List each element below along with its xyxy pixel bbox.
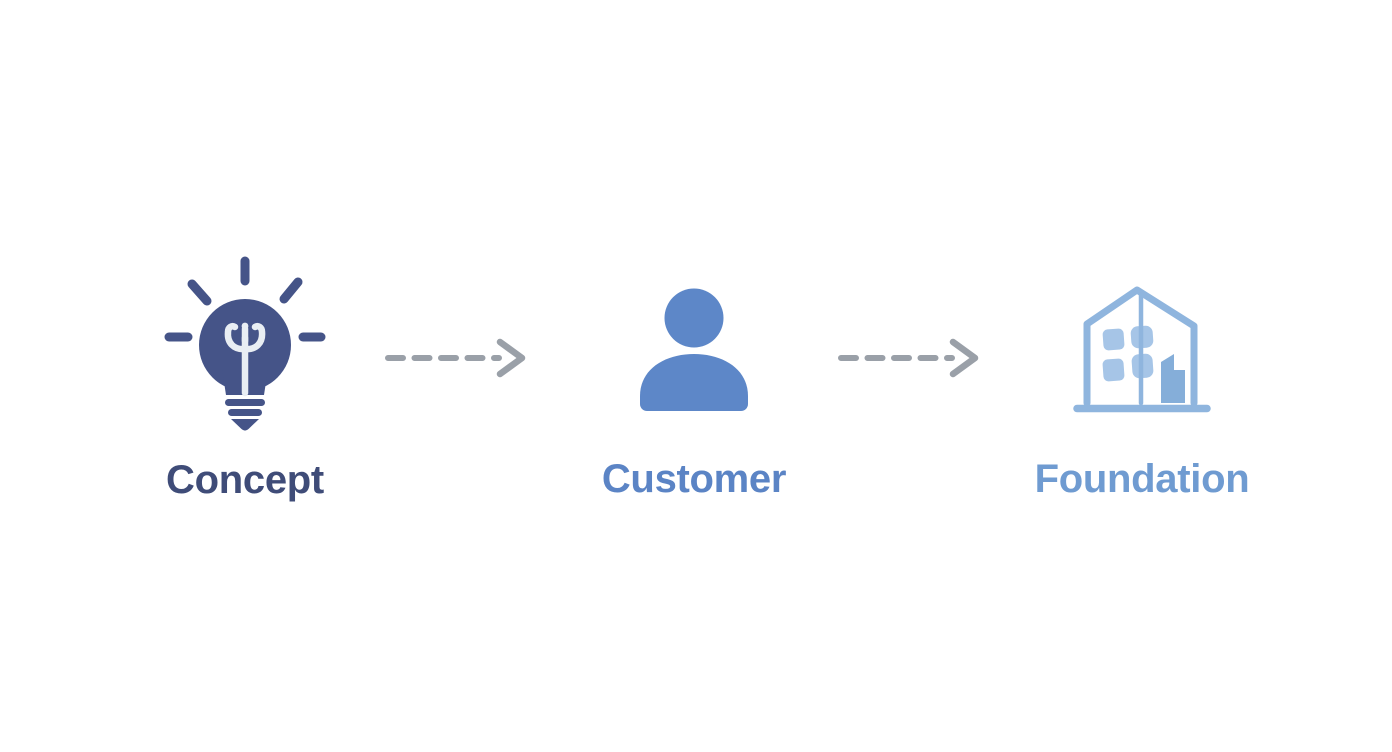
stage-label-foundation: Foundation — [1034, 457, 1250, 501]
building-icon — [1071, 282, 1213, 414]
stage-customer: Customer — [534, 287, 854, 499]
stage-label-concept: Concept — [166, 458, 324, 502]
dashed-arrow-2 — [836, 334, 994, 382]
person-icon — [637, 287, 751, 412]
stage-foundation: Foundation — [982, 282, 1302, 499]
dashed-arrow-1 — [383, 334, 541, 382]
stage-label-customer: Customer — [601, 457, 787, 501]
stage-concept: Concept — [85, 253, 405, 500]
lightbulb-icon — [164, 253, 326, 435]
